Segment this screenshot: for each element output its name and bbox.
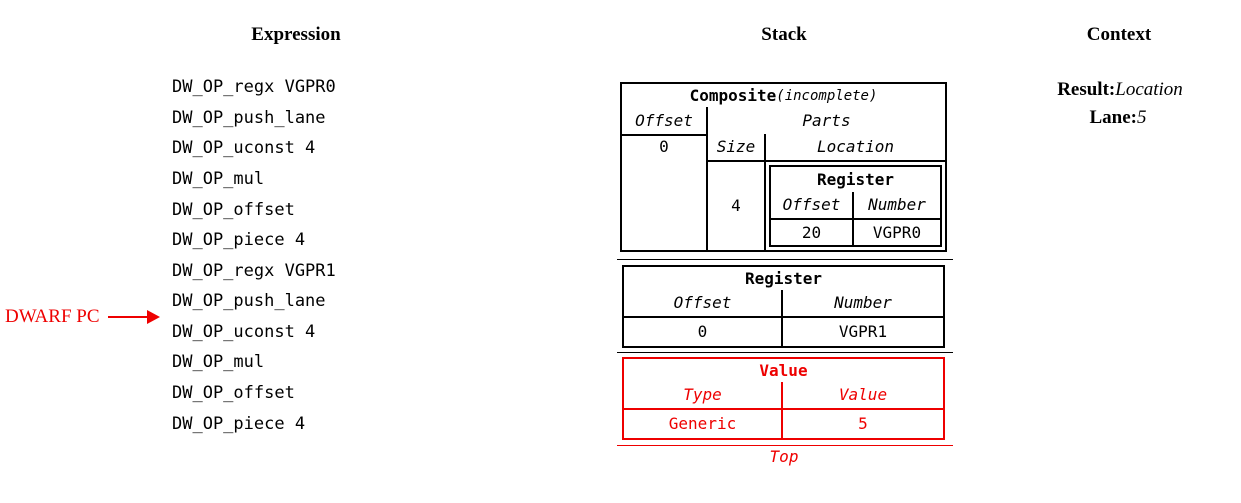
- dwarf-pc-arrowhead-icon: [147, 310, 160, 324]
- lane-value: 5: [1137, 107, 1147, 128]
- context-result-line: Result:Location: [1057, 79, 1183, 101]
- expression-line: DW_OP_offset: [172, 199, 295, 220]
- composite-title: Composite: [689, 85, 777, 105]
- dwarf-pc-arrow-line: [108, 316, 148, 318]
- context-column-title: Context: [1086, 24, 1152, 45]
- composite-parts-header: Parts: [802, 110, 851, 130]
- stack-entry-separator: [617, 352, 953, 353]
- register-body: Offset 0 Number VGPR1: [624, 290, 943, 346]
- nested-register-offset-header: Offset: [771, 192, 852, 220]
- value-value-header: Value: [783, 382, 943, 410]
- dwarf-pc-label: DWARF PC: [5, 306, 100, 327]
- value-type-value: Generic: [668, 414, 737, 433]
- expression-line: DW_OP_uconst 4: [172, 321, 316, 342]
- expression-line: DW_OP_uconst 4: [172, 138, 316, 159]
- value-type-header: Type: [624, 382, 781, 410]
- result-value: Location: [1115, 79, 1183, 100]
- nested-register-body: Offset 20 Number VGPR0: [771, 192, 940, 245]
- composite-title-row: Composite(incomplete): [622, 84, 945, 107]
- nested-register-number-value: VGPR0: [872, 222, 922, 242]
- composite-body: Offset 0 Parts Size Location 4 Register: [622, 107, 945, 250]
- composite-part-size-value: 4: [708, 162, 766, 250]
- register-offset-header: Offset: [624, 290, 781, 318]
- stack-entry-register: Register Offset 0 Number VGPR1: [622, 265, 945, 348]
- expression-line: DW_OP_mul: [172, 352, 265, 373]
- composite-part-location-cell: Register Offset 20 Number VGPR0: [766, 162, 945, 250]
- nested-register-table: Register Offset 20 Number VGPR0: [769, 165, 942, 247]
- register-number-column: Number VGPR1: [783, 290, 943, 346]
- composite-part-subheader: Size Location: [708, 134, 945, 162]
- stack-entry-separator: [617, 259, 953, 260]
- stack-column-title: Stack: [761, 24, 807, 45]
- composite-size-header: Size: [708, 134, 766, 160]
- result-label: Result:: [1057, 79, 1116, 100]
- nested-register-offset-value: 20: [801, 222, 822, 242]
- composite-offset-value: 0: [659, 137, 669, 156]
- expression-line: DW_OP_regx VGPR1: [172, 260, 336, 281]
- value-value-column: Value 5: [783, 382, 943, 438]
- lane-label: Lane:: [1089, 107, 1138, 128]
- register-offset-column: Offset 0: [624, 290, 783, 346]
- register-title: Register: [744, 268, 823, 288]
- nested-register-number-column: Number VGPR0: [854, 192, 940, 245]
- expression-column-title: Expression: [251, 24, 341, 45]
- stack-entry-value: Value Type Generic Value 5: [622, 357, 945, 440]
- register-number-value: VGPR1: [838, 322, 888, 341]
- value-type-column: Type Generic: [624, 382, 783, 438]
- context-lane-line: Lane:5: [1090, 107, 1147, 129]
- nested-register-number-header: Number: [854, 192, 940, 220]
- composite-location-header: Location: [816, 137, 895, 156]
- stack-top-label: Top: [769, 447, 799, 466]
- expression-line: DW_OP_offset: [172, 383, 295, 404]
- stack-top-separator: [617, 445, 953, 446]
- expression-line: DW_OP_piece 4: [172, 413, 306, 434]
- expression-line: DW_OP_mul: [172, 169, 265, 190]
- nested-register-offset-column: Offset 20: [771, 192, 854, 245]
- composite-qualifier: (incomplete): [776, 87, 878, 104]
- composite-part-row: 4 Register Offset 20 Number: [708, 162, 945, 250]
- value-title: Value: [759, 360, 808, 380]
- composite-parts-column: Parts Size Location 4 Register Offset: [708, 107, 945, 250]
- stack-entry-composite: Composite(incomplete) Offset 0 Parts Siz…: [620, 82, 947, 252]
- expression-line: DW_OP_regx VGPR0: [172, 77, 336, 98]
- expression-line: DW_OP_piece 4: [172, 230, 306, 251]
- nested-register-title: Register: [816, 169, 895, 189]
- register-offset-value: 0: [697, 322, 708, 341]
- expression-line: DW_OP_push_lane: [172, 291, 326, 312]
- value-value-value: 5: [858, 414, 868, 433]
- register-number-header: Number: [783, 290, 943, 318]
- composite-offset-column: Offset 0: [622, 107, 708, 250]
- value-body: Type Generic Value 5: [624, 382, 943, 438]
- composite-offset-header: Offset: [622, 107, 706, 136]
- expression-line: DW_OP_push_lane: [172, 107, 326, 128]
